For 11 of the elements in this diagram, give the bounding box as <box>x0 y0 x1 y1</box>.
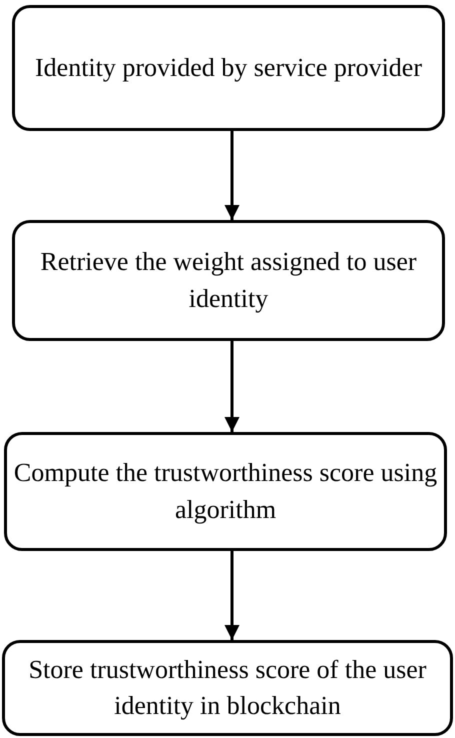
step-text: Retrieve the weight assigned to user identity <box>39 246 418 315</box>
step-text: Store trustworthiness score of the user identity in blockchain <box>28 654 428 722</box>
process-box <box>12 220 445 341</box>
step-text: Compute the trustworthiness score using algorithm <box>12 457 438 526</box>
process-box <box>12 5 445 131</box>
process-box <box>2 640 453 736</box>
arrow <box>224 341 240 432</box>
step-text: Identity provided by service provider <box>35 52 422 84</box>
arrow <box>224 551 240 640</box>
process-box <box>4 432 447 551</box>
arrow <box>224 131 240 220</box>
